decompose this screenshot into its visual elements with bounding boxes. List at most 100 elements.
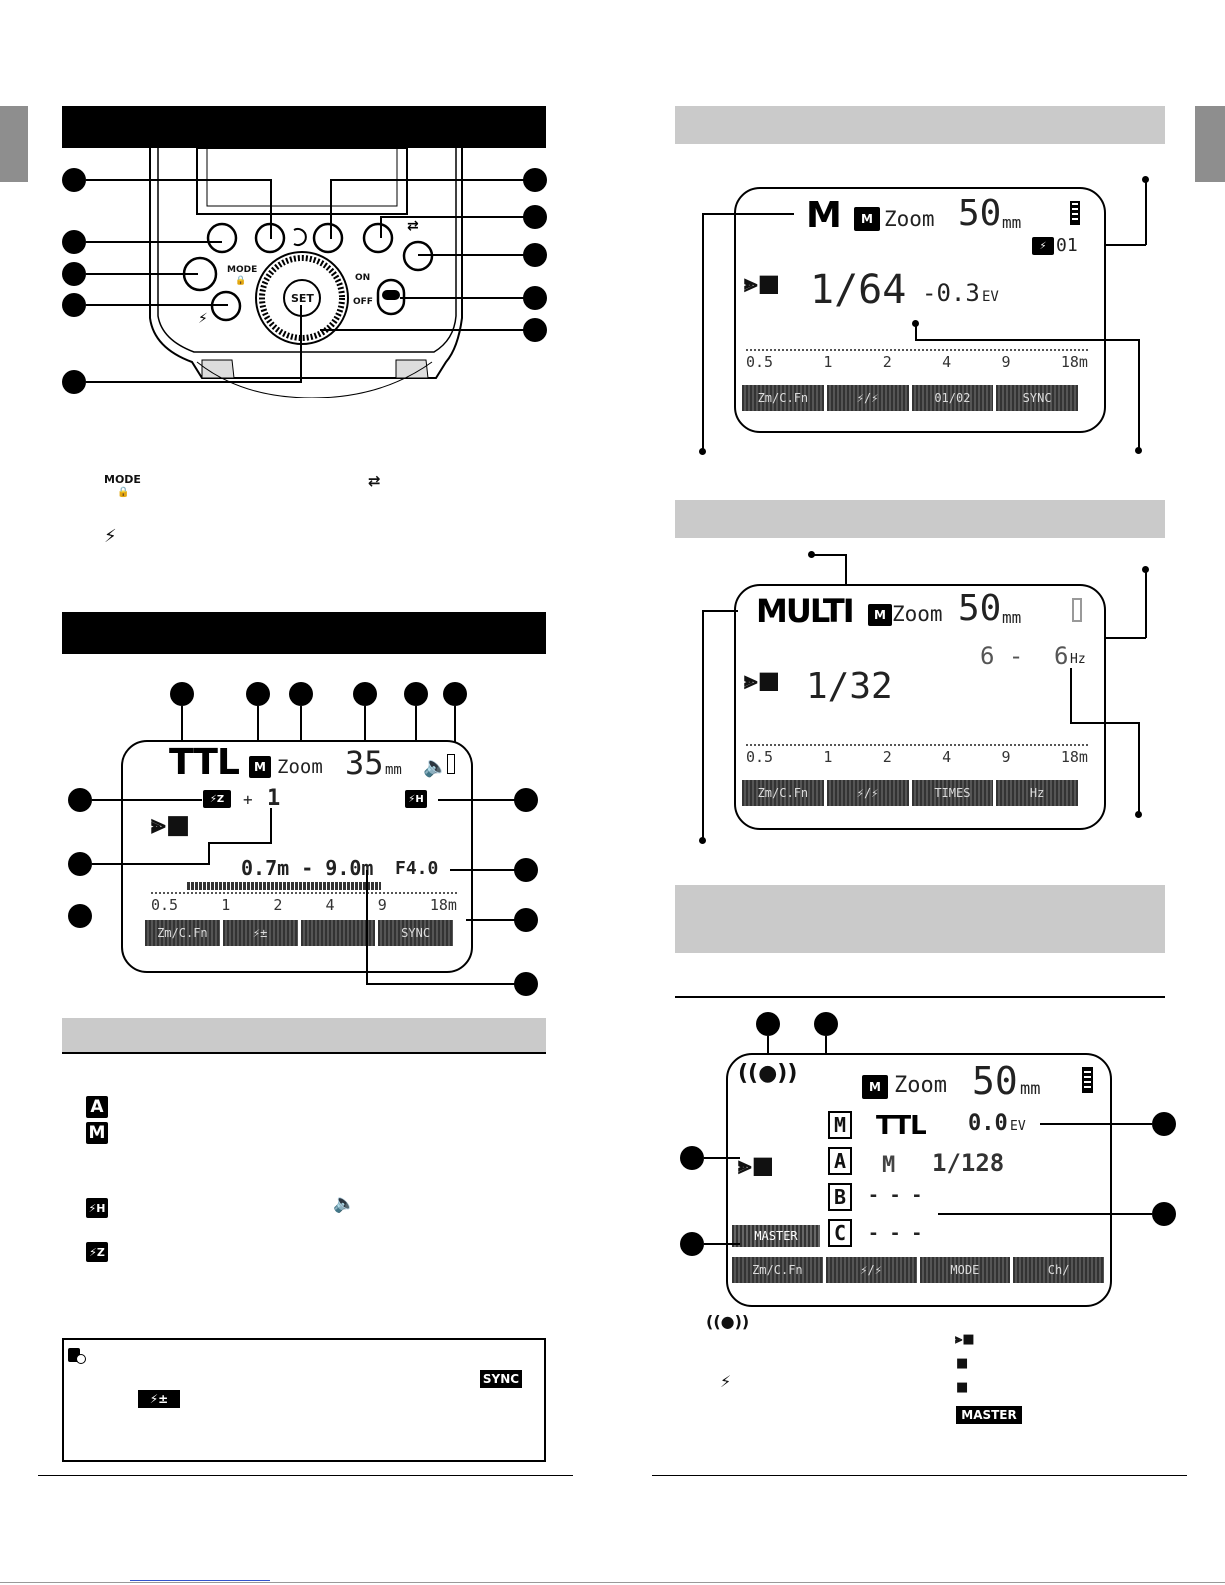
battery-icon — [1072, 598, 1082, 622]
callout-7 — [523, 205, 547, 229]
group-letter-box: A — [828, 1147, 852, 1175]
leader-line — [86, 304, 228, 306]
group-mode: - - - — [868, 1185, 923, 1206]
scale-tick: 0.5 — [746, 353, 774, 371]
leader-line — [1145, 180, 1147, 245]
leader-line — [825, 1036, 827, 1066]
leader-line — [704, 1157, 740, 1159]
callout-6 — [523, 168, 547, 192]
menu-item[interactable]: Ch/ — [1013, 1257, 1104, 1283]
distance-scale: 0.5 1 2 4 9 18m — [151, 892, 457, 914]
ev-readout: -0.3 — [922, 279, 980, 307]
menu-item[interactable]: ⚡± — [222, 920, 301, 946]
sync-chip: SYNC — [480, 1370, 522, 1388]
range-bar — [187, 882, 381, 890]
divider — [675, 996, 1165, 998]
battery-icon — [447, 754, 455, 774]
callout-top-4 — [353, 682, 377, 706]
scale-tick: 18m — [429, 896, 457, 914]
info-icon — [76, 1354, 86, 1364]
scale-tick: 9 — [1001, 353, 1011, 371]
leader-line — [300, 706, 302, 742]
menu-item[interactable]: ⚡/⚡ — [825, 1257, 920, 1283]
speaker-icon: 🔈 — [423, 754, 448, 778]
menu-item[interactable]: Zm/C.Fn — [742, 385, 827, 411]
function-menu: Zm/C.Fn ⚡/⚡ 01/02 SYNC — [742, 385, 1078, 411]
callout-top-3 — [289, 682, 313, 706]
scale-tick: 4 — [942, 748, 952, 766]
fec-icon: ⚡Z — [203, 790, 231, 808]
leader-line — [702, 610, 738, 612]
leader-line — [915, 324, 917, 340]
menu-item[interactable]: SYNC — [996, 385, 1078, 411]
menu-item[interactable]: ⚡/⚡ — [826, 780, 912, 806]
master-slave-icon: ⫸■ — [744, 666, 781, 694]
on-label: ON — [355, 273, 371, 283]
leader-line — [270, 179, 272, 239]
flash-bolt-icon: ⚡ — [104, 526, 117, 547]
leader-line — [418, 254, 524, 256]
scale-tick: 1 — [823, 353, 833, 371]
lock-icon: 🔒 — [117, 487, 130, 498]
leader-line — [450, 869, 516, 871]
scale-tick: 1 — [221, 896, 231, 914]
callout-top-2 — [246, 682, 270, 706]
menu-item[interactable]: ⚡/⚡ — [826, 385, 912, 411]
menu-item[interactable]: TIMES — [911, 780, 997, 806]
group-mode: TTL — [876, 1111, 927, 1141]
fec-icon: ⚡Z — [86, 1242, 108, 1262]
section-header-lcd — [62, 612, 546, 654]
lock-icon: 🔒 — [235, 276, 247, 286]
leader-line — [86, 179, 271, 181]
leader-line — [1138, 339, 1140, 451]
slave-alt-icon: ■ — [956, 1380, 969, 1395]
leader-line — [92, 799, 202, 801]
auto-mode-icon: A — [86, 1096, 108, 1118]
group-value: 0.0 — [968, 1111, 1008, 1136]
callout-1 — [62, 168, 86, 192]
menu-item[interactable]: SYNC — [378, 920, 453, 946]
menu-item[interactable]: Hz — [996, 780, 1078, 806]
manual-mode-icon: M — [86, 1122, 108, 1144]
function-menu: Zm/C.Fn ⚡± SYNC — [145, 920, 453, 946]
leader-dot — [912, 320, 919, 327]
leader-line — [438, 799, 516, 801]
leader-line — [208, 842, 210, 864]
frequency-unit: Hz — [1070, 652, 1086, 667]
menu-item[interactable]: 01/02 — [911, 385, 997, 411]
leader-line — [380, 216, 382, 238]
leader-line — [366, 983, 516, 985]
menu-item[interactable]: Zm/C.Fn — [732, 1257, 826, 1283]
callout-top-1 — [170, 682, 194, 706]
wireless-antenna-icon: ((●)) — [738, 1061, 798, 1086]
scale-tick: 0.5 — [151, 896, 179, 914]
menu-item[interactable] — [300, 920, 379, 946]
callout-right-1 — [514, 788, 538, 812]
callout-3 — [62, 262, 86, 286]
scale-tick: 9 — [1001, 748, 1011, 766]
callout-left-3 — [68, 904, 92, 928]
leader-line — [811, 554, 847, 556]
scale-tick: 18m — [1060, 748, 1088, 766]
leader-line — [270, 808, 272, 844]
frequency-readout: 6 — [1054, 642, 1069, 670]
leader-line — [1040, 1123, 1152, 1125]
callout-top-6 — [443, 682, 467, 706]
scale-tick: 9 — [377, 896, 387, 914]
menu-item[interactable]: Zm/C.Fn — [145, 920, 223, 946]
distance-scale: 0.5 1 2 4 9 18m — [746, 744, 1088, 766]
distance-scale: 0.5 1 2 4 9 18m — [746, 349, 1088, 371]
menu-item[interactable]: MODE — [919, 1257, 1014, 1283]
high-speed-sync-icon: ⚡H — [86, 1198, 108, 1218]
master-indicator: MASTER — [732, 1225, 820, 1247]
slave-icon: ■ — [956, 1356, 969, 1371]
zoom-value: 50 — [972, 1059, 1018, 1103]
scale-tick: 1 — [823, 748, 833, 766]
scale-tick: 2 — [882, 748, 892, 766]
menu-item[interactable]: Zm/C.Fn — [742, 780, 827, 806]
leader-line — [92, 863, 210, 865]
group-value: 1/128 — [932, 1149, 1005, 1177]
ev-unit: EV — [982, 289, 999, 305]
zoom-label: Zoom — [892, 602, 943, 626]
wireless-bolt-icon: ⚡ — [720, 1372, 732, 1391]
